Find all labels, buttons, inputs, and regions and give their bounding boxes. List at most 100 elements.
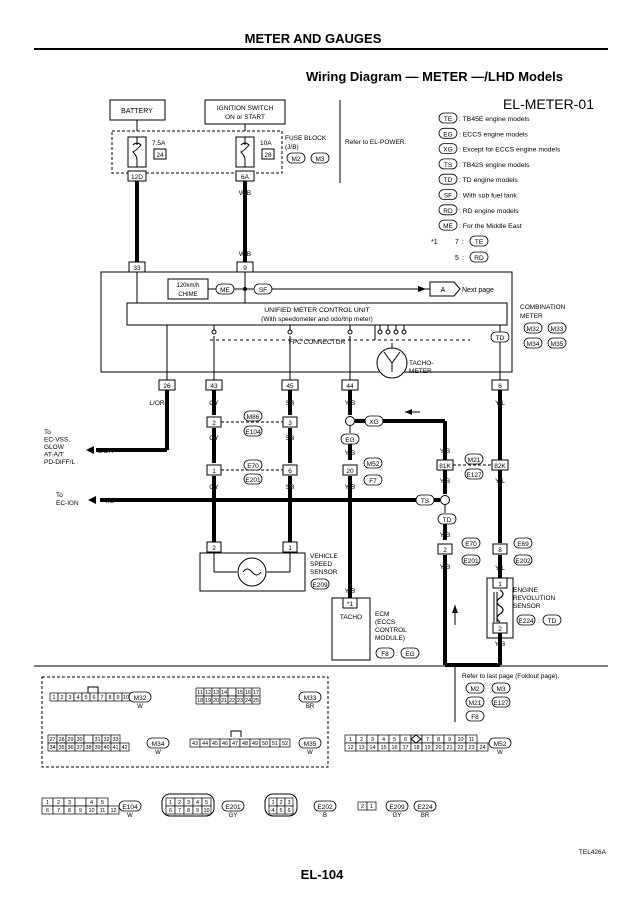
conn-e201-oval: [243, 473, 263, 485]
e201-pin-1: 1: [212, 468, 216, 475]
conn-color-m34: W: [155, 750, 161, 756]
to-ecign-label: EC-IGN: [56, 500, 79, 507]
flow-arrow: [405, 409, 412, 415]
legend-text-eg: : ECCS engine models: [459, 131, 528, 138]
wire-color-yl: Y/L: [495, 400, 505, 407]
conn-face-e224: E224: [417, 804, 433, 811]
wire-color-lor-2: L/OR: [98, 448, 113, 455]
m52-top-pin: 11: [469, 737, 475, 743]
wire-color-yb-r2: Y/B: [440, 478, 450, 485]
ecm-pin-1: *1: [347, 601, 354, 608]
e202-pin-8-box: [492, 543, 508, 555]
wire-color-wb: W/B: [239, 190, 251, 197]
conn-e70: E70: [247, 463, 259, 470]
m52-top-pin: 2: [360, 737, 363, 743]
conn-face-m32: M32: [134, 695, 147, 702]
m52-top-pin: 9: [448, 737, 451, 743]
diagram-code: EL-METER-01: [503, 96, 594, 112]
m52-bottom-pin: 18: [413, 745, 419, 751]
m34-top-pin: 32: [103, 737, 109, 743]
conn-face-e202-oval: [313, 800, 337, 812]
section-title: METER AND GAUGES: [245, 31, 382, 46]
m52-bottom-pin: 20: [435, 745, 441, 751]
conn-face-e224-oval: [413, 800, 437, 812]
vss-pin-2: 2: [212, 545, 216, 552]
m32-pin: 9: [116, 695, 119, 701]
ers-label: ENGINE: [513, 587, 539, 594]
vss-label-3: SENSOR: [310, 569, 338, 576]
legend-text-rd: : RD engine models: [459, 208, 519, 215]
legend-code-sf: SF: [444, 193, 452, 200]
footnote-code-rd: RD: [474, 255, 484, 262]
ecm-pin-1-box: [342, 597, 358, 609]
fpc-pin: [385, 329, 391, 335]
e104-bottom-pin: 9: [79, 808, 82, 814]
ignition-label: IGNITION SWITCH: [217, 105, 274, 112]
vss-label-2: SPEED: [310, 561, 332, 568]
conn-f7-oval: [363, 474, 383, 486]
m52-key: [410, 734, 422, 744]
e104-top-pin: 1: [46, 800, 49, 806]
ers-coil: [496, 589, 504, 623]
conn-e104-oval: [243, 425, 263, 437]
wire-color-yb-r1: Y/B: [440, 448, 450, 455]
meter-pin-26: 26: [163, 383, 171, 390]
legend-code-xg: XG: [443, 147, 452, 154]
conn-e70b-oval: [461, 537, 481, 549]
wire-color-sb-2: SB: [286, 435, 295, 442]
conn-e201b-oval: [461, 554, 481, 566]
e202-bottom-pin: 4: [271, 808, 274, 814]
flow-arrow-up: [452, 605, 458, 613]
conn-face-m34: M34: [152, 741, 165, 748]
conn-face-e202: E202: [317, 804, 333, 811]
wire-color-yb-3: Y/B: [345, 484, 355, 491]
legend-text-td: : TD engine models: [459, 177, 518, 184]
conn-m21: M21: [468, 457, 481, 464]
foldout-text: Refer to last page (Foldout page).: [462, 673, 559, 680]
fuse-conn-m2: M2: [291, 156, 300, 163]
conn-m32: M32: [527, 326, 540, 333]
e201-pin-6: 6: [288, 468, 292, 475]
conn-e69: E69: [517, 541, 529, 548]
m34-bottom-pin: 35: [58, 745, 64, 751]
fpc-pin: [347, 329, 353, 335]
legend-code-eg-oval: [438, 127, 458, 139]
m33-top-pin: 15: [237, 690, 243, 696]
fuse-block-sub: (J/B): [285, 144, 299, 151]
m52-top-pin: 1: [349, 737, 352, 743]
wire-color-yb-2: Y/B: [345, 450, 355, 457]
m32-pin: 2: [60, 695, 63, 701]
e104-bottom-pin: 12: [110, 808, 116, 814]
e201-pin-2-box: [437, 543, 453, 555]
legend-text-ts: : TB42S engine models: [459, 162, 530, 169]
e104-bottom-pin: 7: [57, 808, 60, 814]
td-code-2: TD: [443, 517, 452, 524]
m52-top-pin: 5: [393, 737, 396, 743]
e201-bottom-pin: 7: [178, 808, 181, 814]
fpc-pin: [393, 329, 399, 335]
ers-td-code-oval: [542, 614, 562, 626]
conn-face-m34-oval: [146, 737, 170, 749]
m34-bottom-pin: 42: [121, 745, 127, 751]
terminal-12d: 12D: [131, 174, 143, 181]
m52-top-pin: 6: [404, 737, 407, 743]
conn-m21-oval: [464, 453, 484, 465]
wire-color-ers: Y/B: [495, 641, 505, 648]
meter-pin-44: 44: [346, 383, 354, 390]
m34-top-pin: 28: [58, 737, 64, 743]
conn-face-e201-oval: [221, 800, 245, 812]
fuse-2-number-box: [261, 148, 275, 160]
to-label: To: [56, 492, 63, 499]
wire-color-yl-3: Y/L: [495, 565, 505, 572]
eg-code: EG: [345, 437, 354, 444]
legend-code-rd-oval: [438, 204, 458, 216]
m34-top-pin: 31: [94, 737, 100, 743]
m35-cell: [279, 738, 291, 748]
conn-e209-oval: [310, 578, 330, 590]
fpc-pin: [287, 329, 293, 335]
vss-pin-2-box: [206, 541, 222, 553]
e104-top-pin: 5: [101, 800, 104, 806]
conn-e201b: E201: [463, 558, 479, 565]
xg-code-oval: [364, 415, 384, 427]
arrow-to-ecvss: [86, 446, 94, 454]
